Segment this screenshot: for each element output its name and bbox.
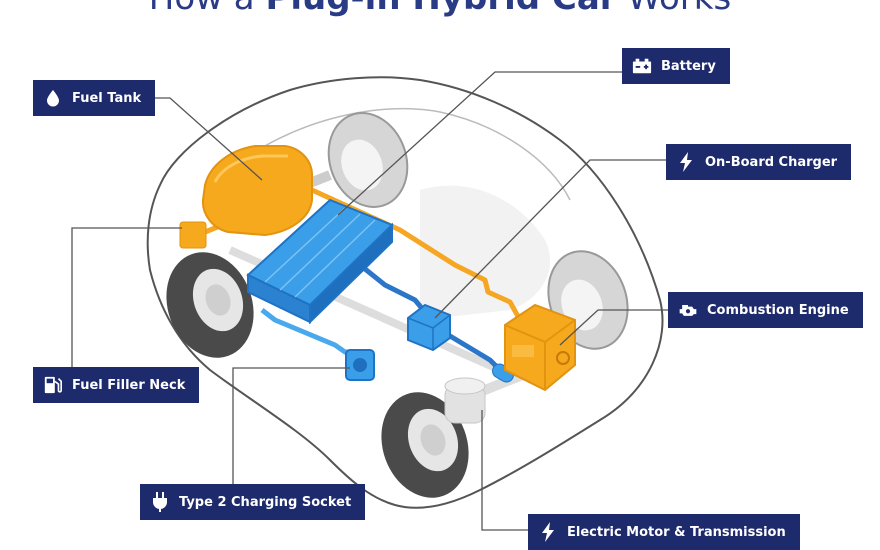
windshield-shade <box>420 185 551 320</box>
label-on-board-charger: On-Board Charger <box>666 144 852 180</box>
label-combustion-engine-text: Combustion Engine <box>707 302 849 318</box>
filler-neck-shape <box>179 221 207 249</box>
title-bold: Plug-in Hybrid Car <box>265 0 616 18</box>
label-on-board-charger-text: On-Board Charger <box>705 154 838 170</box>
wheel-rear-right <box>327 112 409 208</box>
label-type2-socket: Type 2 Charging Socket <box>140 484 366 520</box>
label-battery-text: Battery <box>661 58 716 74</box>
engine-shape <box>504 303 576 392</box>
title-suffix: Works <box>627 0 731 18</box>
wheel-rear-left <box>166 252 254 358</box>
label-fuel-tank-text: Fuel Tank <box>72 90 142 106</box>
socket-shape <box>345 349 375 381</box>
battery-shape <box>246 198 394 325</box>
fuel-tank-shape <box>201 145 313 237</box>
label-combustion-engine: Combustion Engine <box>668 292 863 328</box>
lightning-bolt-icon <box>538 522 558 542</box>
roof-line <box>229 107 571 201</box>
fuel-line <box>288 177 523 322</box>
label-electric-motor-text: Electric Motor & Transmission <box>567 524 786 540</box>
fuel-pump-icon <box>43 375 63 395</box>
label-fuel-filler-neck: Fuel Filler Neck <box>33 367 200 403</box>
title-prefix: How a <box>149 0 255 18</box>
label-type2-socket-text: Type 2 Charging Socket <box>179 494 352 510</box>
battery-icon <box>632 56 652 76</box>
lightning-bolt-icon <box>676 152 696 172</box>
label-battery: Battery <box>622 48 730 84</box>
label-electric-motor: Electric Motor & Transmission <box>528 514 800 550</box>
plug-icon <box>150 492 170 512</box>
car-body-outline <box>146 76 664 509</box>
label-fuel-filler-neck-text: Fuel Filler Neck <box>72 377 186 393</box>
droplet-icon <box>43 88 63 108</box>
engine-icon <box>678 300 698 320</box>
charger-shape <box>407 303 451 352</box>
battery-to-charger-line <box>358 263 427 314</box>
electric-motor-shape <box>444 377 486 424</box>
diagram-title: How a Plug-in Hybrid Car Works <box>0 0 880 18</box>
label-fuel-tank: Fuel Tank <box>33 80 156 116</box>
